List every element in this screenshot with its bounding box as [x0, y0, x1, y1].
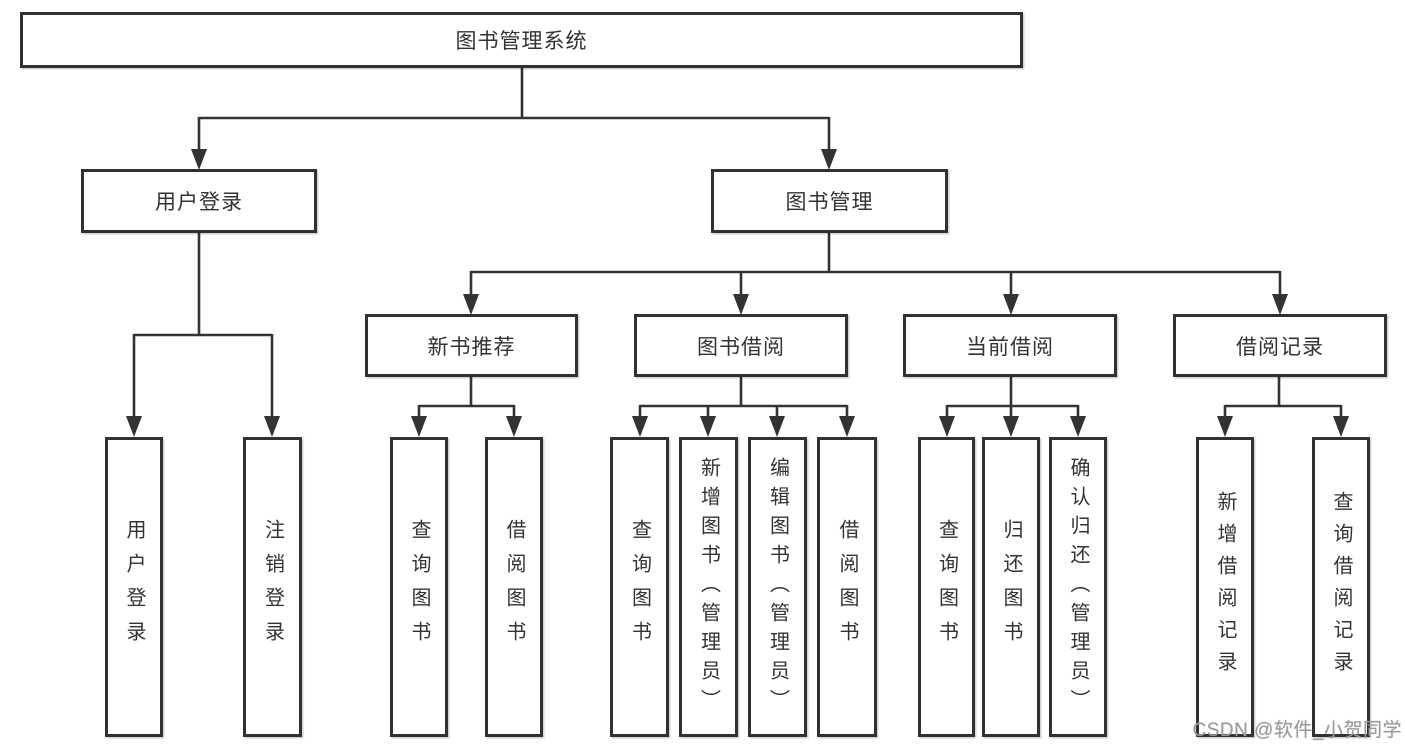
leaf-label: 借阅图书 — [836, 519, 858, 655]
leaf-borrow-books: 借阅图书 — [817, 437, 877, 737]
node-user-login: 用户登录 — [81, 169, 317, 233]
leaf-label: 查询图书 — [628, 519, 651, 655]
node-label: 图书管理 — [785, 191, 874, 214]
leaf-return-books: 归还图书 — [982, 437, 1040, 737]
node-book-borrow: 图书借阅 — [634, 314, 848, 377]
leaf-query-books-recommend: 查询图书 — [390, 437, 448, 737]
leaf-add-borrow-record: 新增借阅记录 — [1196, 437, 1254, 737]
node-label: 图书管理系统 — [455, 30, 588, 53]
csdn-watermark: CSDN @软件_小贺同学 — [1192, 720, 1402, 741]
node-label: 图书借阅 — [697, 335, 785, 359]
node-label: 新书推荐 — [427, 335, 516, 359]
leaf-label: 查询图书 — [408, 519, 430, 655]
leaf-query-books-current: 查询图书 — [918, 437, 975, 737]
arrowheads — [126, 149, 1349, 437]
leaf-edit-books-admin: 编辑图书（管理员） — [748, 437, 807, 737]
node-new-book-recommend: 新书推荐 — [365, 314, 578, 377]
leaf-logout: 注销登录 — [243, 437, 302, 737]
node-label: 用户登录 — [155, 191, 243, 214]
leaf-label: 确认归还（管理员） — [1067, 456, 1089, 718]
leaf-label: 新增图书（管理员） — [697, 456, 720, 718]
node-current-borrow: 当前借阅 — [903, 314, 1117, 377]
node-label: 当前借阅 — [966, 335, 1054, 359]
leaf-confirm-return-admin: 确认归还（管理员） — [1049, 437, 1107, 737]
leaf-label: 新增借阅记录 — [1214, 491, 1236, 683]
node-label: 借阅记录 — [1236, 335, 1324, 359]
leaf-label: 编辑图书（管理员） — [766, 456, 789, 718]
leaf-label: 用户登录 — [123, 519, 145, 655]
leaf-label: 归还图书 — [1000, 519, 1022, 655]
node-root-library-system: 图书管理系统 — [20, 12, 1023, 68]
leaf-label: 注销登录 — [261, 519, 284, 655]
leaf-add-books-admin: 新增图书（管理员） — [679, 437, 738, 737]
leaf-query-books-borrow: 查询图书 — [610, 437, 669, 737]
leaf-label: 借阅图书 — [503, 519, 525, 655]
leaf-borrow-books-recommend: 借阅图书 — [485, 437, 543, 737]
leaf-label: 查询借阅记录 — [1330, 491, 1352, 683]
node-borrow-records: 借阅记录 — [1173, 314, 1387, 377]
leaf-label: 查询图书 — [935, 519, 958, 655]
leaf-user-login: 用户登录 — [105, 437, 163, 737]
node-book-management: 图书管理 — [711, 169, 948, 233]
leaf-query-borrow-record: 查询借阅记录 — [1312, 437, 1370, 737]
